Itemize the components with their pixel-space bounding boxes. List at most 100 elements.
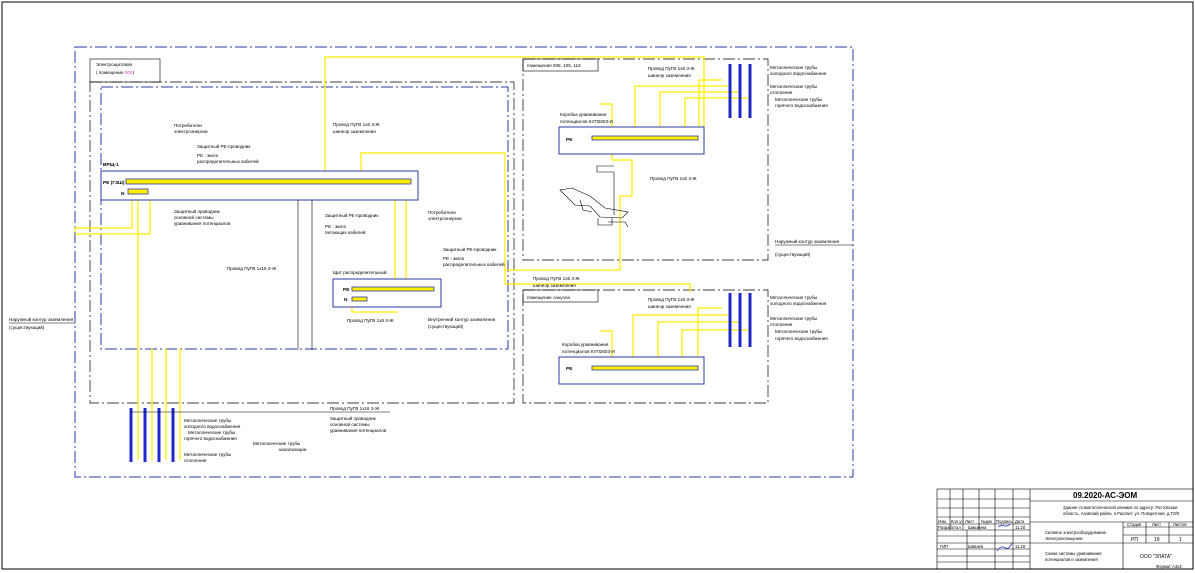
wire-room-b-top xyxy=(504,270,691,292)
main-bonding-bottom-3: уравнивания потенциалов xyxy=(330,428,387,433)
distribution-panel-pe: PE xyxy=(343,287,350,293)
room-b-pipe-cold-2: холодного водоснабжения xyxy=(770,301,827,306)
n-bus-main xyxy=(127,188,149,195)
external-loop-right-1: Наружный контур заземления xyxy=(775,238,840,244)
room-b-pipe-cold-1: Металлические трубы xyxy=(770,295,817,300)
main-bonding-left-2: основной системы xyxy=(174,214,214,220)
external-loop-left-2: (существующий) xyxy=(9,324,45,330)
room-a-pipe-cold-2: холодного водоснабжения xyxy=(770,71,827,76)
room-b-pipe-hot-1: Металлические трубы xyxy=(775,329,822,334)
distribution-panel-pe-bus xyxy=(351,286,435,292)
bond-bus-room-b: шинеэр заземления xyxy=(648,304,691,309)
tb-stage-header: Стадия xyxy=(1127,522,1141,527)
tb-row-label-data: Дата xyxy=(1015,519,1025,524)
wire-1x16-bottom: Провод ПуГВ 1х16 3-Ж xyxy=(330,406,380,411)
room-b-label: помещение санузла xyxy=(527,295,570,300)
wire-room-a-hookup xyxy=(360,152,621,271)
main-bonding-left-1: Защитный проводник xyxy=(174,208,221,214)
tb-company: ООО "ЗЛАТА" xyxy=(1140,554,1172,560)
main-pipe-sewer-2: канализации xyxy=(279,447,307,452)
wire-label-room-b-link: Провод ПуГВ 1х6 3-Ж xyxy=(533,276,580,281)
wire-label-panel: Провод ПуГВ 1х6 3-Ж xyxy=(347,318,394,323)
tb-developed: Разработал xyxy=(938,525,961,530)
bond-bus-label-top: шинеэр заземления xyxy=(333,129,376,134)
tb-sheet-title-2: потенциалов и заземления xyxy=(1045,557,1098,562)
internal-loop-2: (существующий) xyxy=(428,323,464,329)
external-loop-left-1: Наружный контур заземления xyxy=(9,316,74,322)
tb-date-2: 11.20 xyxy=(1015,544,1026,549)
switchboard-room-label: Электрощитовая xyxy=(96,62,133,67)
pipes-main xyxy=(129,408,175,462)
tb-sheet: 19 xyxy=(1154,537,1160,543)
signature-mark xyxy=(996,523,1013,552)
tb-sheet-header: Лист xyxy=(1152,522,1161,527)
main-pipe-cold-2: холодного водоснабжения xyxy=(184,424,241,429)
main-pipe-hot-1: Металлические трубы xyxy=(188,430,235,435)
pe-supply-2: питающих кабелей xyxy=(325,229,366,235)
equipotential-box-a xyxy=(558,126,705,155)
wire-chair xyxy=(611,143,633,227)
tb-code: 09.2020-АС-ЭОМ xyxy=(1073,491,1138,500)
main-pipe-sewer-1: Металлические трубы xyxy=(253,441,300,446)
wire-top-main xyxy=(74,182,133,232)
distribution-panel-label: Щит распределительный xyxy=(333,269,387,275)
wire-pipe-b3 xyxy=(681,329,750,368)
pipes-room-a xyxy=(728,64,752,118)
tb-developer: Шишкина xyxy=(968,525,987,530)
vrshch-1-label: ВРЩ-1 xyxy=(103,162,119,168)
box-b-label-2: потенциалов КУП2603-И xyxy=(562,349,615,354)
wire-pipe-b4 xyxy=(697,307,722,368)
pe-bus-main xyxy=(125,178,412,185)
consumers-label-2: электроэнергии xyxy=(174,129,208,134)
room-a-pipe-heat-1: Металлические трубы xyxy=(770,84,817,89)
pe-distribution-right-2: распределительных кабелей xyxy=(443,261,505,267)
vrshch-pe-gsh-label: PE (ГЗШ) xyxy=(103,180,125,186)
box-b-pe: PE xyxy=(566,366,573,372)
external-loop-right-2: (существующий) xyxy=(775,251,811,257)
room-a-pipe-cold-1: Металлические трубы xyxy=(770,65,817,70)
wire-pipe-b2 xyxy=(657,321,740,368)
wire-up-to-roof xyxy=(324,56,705,182)
switchboard-room-label-box xyxy=(89,58,161,83)
pe-supply-1: PE - жило xyxy=(325,224,347,229)
tb-row-label-list: Лист xyxy=(965,519,974,524)
main-pipe-hot-2: горячего водоснабжения xyxy=(184,436,237,441)
tb-project-2: область, Азовский район, п.Рассвет, ул. … xyxy=(1063,511,1180,516)
distribution-panel-n: N xyxy=(344,297,348,303)
building-outline xyxy=(74,46,854,478)
consumers-label-1: Потребители xyxy=(174,123,202,128)
tb-section-1: Силовое электрооборудование. xyxy=(1045,530,1107,535)
bond-bus-room-a-top: шинеэр заземления xyxy=(648,73,691,78)
wire-label-room-a-top: Провод ПуГВ 1х6 3-Ж xyxy=(648,66,695,71)
room-b-pipe-heat-2: отопления xyxy=(770,322,793,327)
room-b-outline xyxy=(522,289,769,404)
vrshch-n-label: N xyxy=(121,191,125,197)
box-a-label-1: Коробка уравнивания xyxy=(560,112,607,117)
main-bonding-left-3: уравнивания потенциалов xyxy=(174,221,231,226)
title-block xyxy=(936,488,1194,570)
consumers-mid-2: электроэнергии xyxy=(428,216,462,221)
box-a-pe-bus xyxy=(591,135,699,141)
main-bonding-bottom-1: Защитный проводник xyxy=(330,415,377,421)
tb-sheet-title-1: Схема системы уравнивания xyxy=(1045,551,1102,556)
wire-label-chair: Провод ПуГВ 1х6 3-Ж xyxy=(650,176,697,181)
pe-distribution-right-1: PE - жило xyxy=(443,256,465,261)
tb-row-label-koluch: Кол.уч xyxy=(951,519,964,524)
room-a-pipe-hot-2: горячего водоснабжения xyxy=(775,103,828,108)
tb-date: 11.20 xyxy=(1015,525,1026,530)
tb-gip: ГИП xyxy=(940,544,948,549)
pe-protective-right: Защитный PE-проводник xyxy=(443,246,497,252)
tb-row-label-izm: Изм. xyxy=(938,519,947,524)
pe-distribution-label-1: PE - жило xyxy=(197,153,219,158)
room-b-pipe-heat-1: Металлические трубы xyxy=(770,316,817,321)
pe-protective-label: Защитный PE-проводник xyxy=(197,143,251,149)
tb-format: Формат А3х3 xyxy=(1156,564,1182,569)
pe-protective-mid: Защитный PE-проводник xyxy=(325,212,379,218)
tb-stage: РП xyxy=(1131,537,1138,543)
wire-pipe-a1 xyxy=(634,85,730,137)
room-b-pipe-hot-2: горячего водоснабжения xyxy=(775,336,828,341)
room-a-pipe-heat-2: отопления xyxy=(770,90,793,95)
wire-group xyxy=(74,56,750,460)
room-b-label-box xyxy=(522,289,599,303)
